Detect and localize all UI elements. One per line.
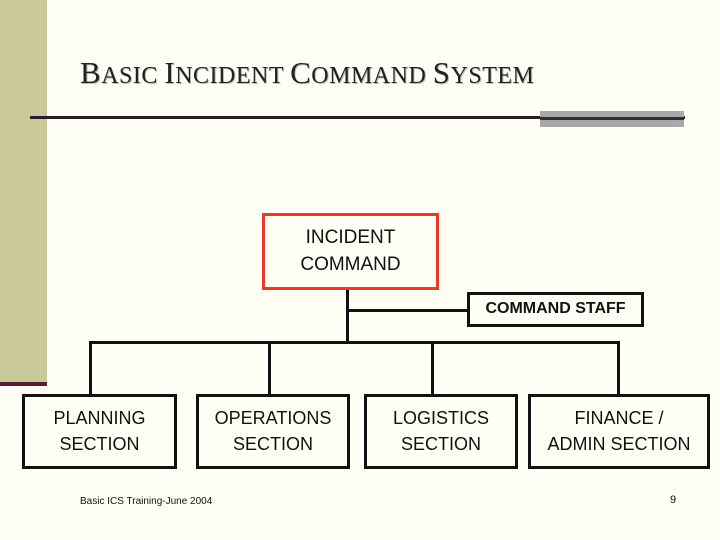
- logistics-section-label: LOGISTICS SECTION: [392, 408, 490, 454]
- command-staff-box: COMMAND STAFF: [467, 292, 644, 327]
- slide-title: BASIC INCIDENT COMMAND SYSTEM: [80, 55, 535, 90]
- connector-logistics: [431, 341, 434, 394]
- page-number: 9: [670, 494, 677, 506]
- finance-admin-section-box: FINANCE / ADMIN SECTION: [528, 394, 710, 469]
- command-staff-label: COMMAND STAFF: [485, 300, 626, 318]
- connector-operations: [268, 341, 271, 394]
- connector-sections-horizontal: [89, 341, 620, 344]
- planning-section-label: PLANNING SECTION: [53, 408, 146, 454]
- title-divider-accent-line: [540, 117, 684, 120]
- left-accent-underline: [0, 382, 47, 386]
- incident-command-label: INCIDENT COMMAND: [300, 226, 401, 275]
- left-accent-bar: [0, 0, 47, 383]
- logistics-section-box: LOGISTICS SECTION: [364, 394, 518, 469]
- connector-command-staff: [346, 309, 467, 312]
- footer-text: Basic ICS Training-June 2004: [80, 496, 213, 507]
- connector-ic-to-sections: [346, 290, 349, 342]
- title-divider: [30, 116, 685, 119]
- operations-section-box: OPERATIONS SECTION: [196, 394, 350, 469]
- operations-section-label: OPERATIONS SECTION: [214, 408, 332, 454]
- finance-admin-section-label: FINANCE / ADMIN SECTION: [547, 408, 691, 454]
- connector-finance: [617, 341, 620, 394]
- incident-command-box: INCIDENT COMMAND: [262, 213, 439, 290]
- planning-section-box: PLANNING SECTION: [22, 394, 177, 469]
- connector-planning: [89, 341, 92, 394]
